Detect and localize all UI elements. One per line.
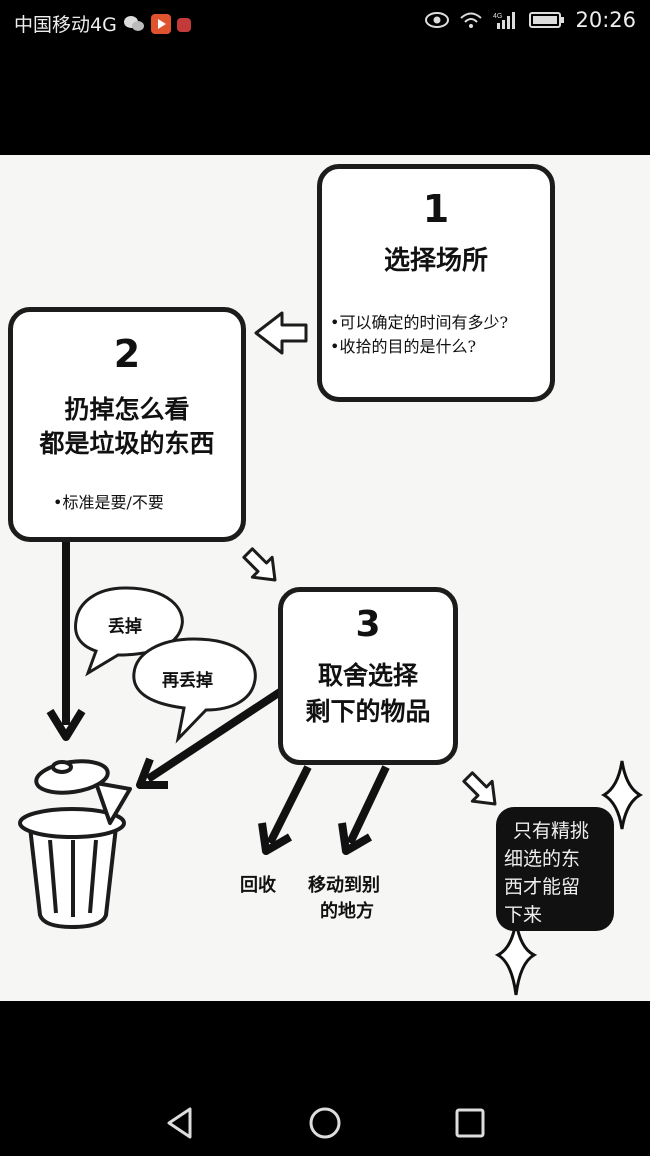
wifi-icon [460,12,483,28]
highlight-line-4: 下来 [504,904,543,926]
step-3-title-line-2: 剩下的物品 [305,697,431,726]
decluttering-flowchart: 1 选择场所 •可以确定的时间有多少? •收拾的目的是什么? 2 扔掉怎么看 都… [0,155,650,1001]
app-notification-icon [176,17,191,32]
step-1-bullet-1: •可以确定的时间有多少? [330,313,509,332]
video-app-icon [150,13,171,34]
step-2-title-line-1: 扔掉怎么看 [64,395,190,424]
flow-arrows [18,311,644,996]
wechat-icon [123,15,144,31]
step-2-number: 2 [113,332,141,376]
bubble-2-text: 再丢掉 [162,671,213,691]
back-icon[interactable] [164,1106,198,1140]
move-elsewhere-label-line-2: 的地方 [320,901,374,922]
carrier-label: 中国移动4G [14,14,117,36]
speech-bubble-2 [132,637,257,744]
highlight-line-1: 只有精挑 [513,820,590,842]
sparkle-icon-2 [494,920,538,996]
arrow-step3-to-result [462,771,497,806]
arrow-step1-to-step2 [254,311,308,355]
arrow-step2-to-step3 [242,547,277,582]
recycle-label: 回收 [240,875,276,896]
bubble-1-text: 丢掉 [108,617,142,637]
step-3-number: 3 [355,604,381,645]
step-2-title-line-2: 都是垃圾的东西 [39,429,215,458]
speech-bubble-1 [74,586,184,677]
step-2-bullet: •标准是要/不要 [53,493,164,512]
eye-icon [425,12,450,28]
home-icon[interactable] [308,1106,342,1140]
highlight-box: 只有精挑 细选的东 西才能留 下来 [496,807,614,931]
recents-icon[interactable] [453,1106,487,1140]
step-1-number: 1 [422,187,450,231]
step-1-bullet-2: •收拾的目的是什么? [330,337,477,356]
step-1-title: 选择场所 [383,246,488,276]
trash-can-icon [18,759,132,929]
step-3-card: 3 取舍选择 剩下的物品 [278,587,458,765]
sparkle-icon [600,760,644,830]
svg-text:4G: 4G [493,13,502,20]
highlight-line-3: 西才能留 [504,876,581,898]
cellular-signal-icon: 4G [493,12,516,29]
step-2-card: 2 扔掉怎么看 都是垃圾的东西 •标准是要/不要 [8,307,246,542]
navigation-bar [0,1075,650,1156]
battery-icon [529,12,565,28]
status-bar: 中国移动4G 4G 20:26 [0,0,650,44]
move-elsewhere-label-line-1: 移动到别 [308,875,380,896]
step-1-card: 1 选择场所 •可以确定的时间有多少? •收拾的目的是什么? [317,164,555,402]
clock: 20:26 [575,8,636,32]
step-3-title-line-1: 取舍选择 [317,661,418,690]
highlight-line-2: 细选的东 [504,848,581,870]
